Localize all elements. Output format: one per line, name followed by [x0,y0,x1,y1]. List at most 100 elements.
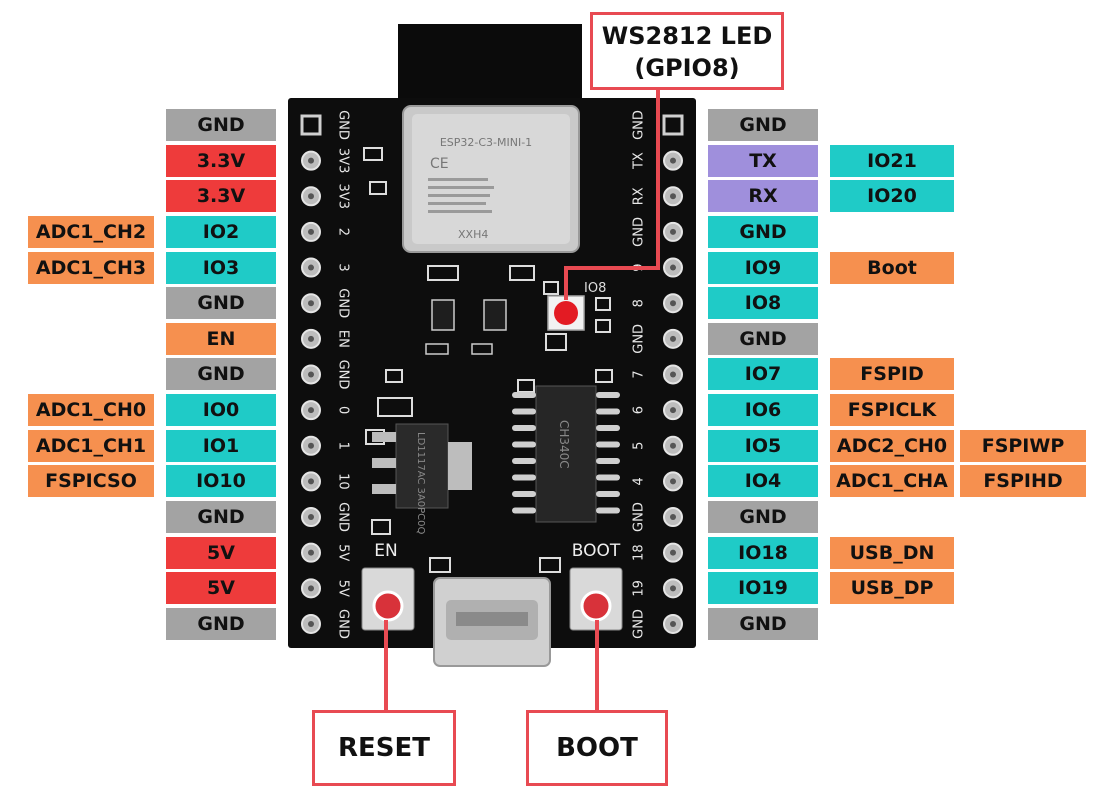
boot-button[interactable] [569,567,623,631]
right-silk-8: 8 [632,299,647,307]
left-silk-gnd: GND [336,360,351,390]
right-pin-label-gnd: GND [708,215,818,248]
header-pin-hole [670,300,676,307]
left-pin-label-gnd: GND [166,109,276,141]
left-alt-label-adc1-ch0: ADC1_CH0 [28,394,154,427]
boot-button-silk: BOOT [572,541,621,561]
left-alt-label-adc1-ch1: ADC1_CH1 [28,429,154,462]
left-pin-label-io2: IO2 [166,215,276,248]
header-pin-hole [670,264,676,271]
header-pin-hole [670,478,676,485]
ws2812-led-dot [554,301,578,325]
chip-leg [596,474,620,481]
left-silk-0: 0 [336,406,351,414]
chip-leg [512,392,536,398]
right-pin-label-rx: RX [708,180,818,213]
chip-leg [596,441,620,448]
header-pin-hole [308,442,314,449]
ws2812-led-callout: WS2812 LED (GPIO8) [590,12,784,90]
header-pin-hole [308,335,314,342]
left-pin-label-5v: 5V [166,572,276,605]
header-pin-hole [308,300,314,307]
right-alt-label-usb-dp: USB_DP [830,572,954,605]
chip-leg [596,507,620,514]
left-silk-3v3: 3V3 [336,184,351,209]
left-pin-label-io3: IO3 [166,251,276,284]
en-button-silk: EN [374,541,397,561]
header-pin-hole [308,264,314,271]
ldo-marking: LD1117AC 3A0PC0Q [415,432,426,534]
right-pin-label-gnd: GND [708,322,818,355]
ch340c-chip: CH340C [512,385,620,523]
left-pin-label-io1: IO1 [166,429,276,462]
ldo-regulator: LD1117AC 3A0PC0Q [372,423,472,534]
left-pin-label-3-3v: 3.3V [166,180,276,213]
right-silk-19: 19 [632,580,647,597]
left-silk-1: 1 [336,442,351,450]
chip-leg [596,392,620,398]
right-silk-tx: TX [632,152,647,170]
left-silk-10: 10 [336,473,351,490]
header-pin-hole [670,228,676,235]
right-silk-gnd: GND [632,110,647,140]
right-alt-label-fspid: FSPID [830,358,954,391]
reset-callout: RESET [312,710,456,786]
left-alt-label-adc1-ch3: ADC1_CH3 [28,251,154,284]
header-pin-hole [670,407,676,414]
right-pin-label-io18: IO18 [708,536,818,569]
antenna-area [398,24,582,106]
right-silk-gnd: GND [632,324,647,354]
led-callout-line [564,90,660,300]
right-silk-4: 4 [632,477,647,485]
right-alt-label-adc2-ch0: ADC2_CH0 [830,429,954,462]
chip-leg [596,458,620,464]
right-silk-7: 7 [632,370,647,378]
left-pin-label-gnd: GND [166,607,276,640]
left-silk-gnd: GND [336,502,351,532]
pad-square-left [300,114,322,136]
header-pin-hole [308,478,314,485]
micro-usb-port[interactable] [433,577,551,667]
chip-leg [512,507,536,514]
right-pin-label-io19: IO19 [708,572,818,605]
chip-leg [512,491,536,497]
right-pin-label-tx: TX [708,144,818,177]
right-alt-label-adc1-cha: ADC1_CHA [830,465,954,498]
left-silk-gnd: GND [336,609,351,639]
right-silk-rx: RX [632,187,647,205]
chip-leg [512,474,536,481]
right-silk-18: 18 [632,544,647,561]
right-silk-5: 5 [632,442,647,450]
module-fine-print [428,178,494,213]
header-pin-hole [670,335,676,342]
right-pin-label-io6: IO6 [708,394,818,427]
right-pin-label-io9: IO9 [708,251,818,284]
header-pin-hole [308,228,314,235]
left-silk-gnd: GND [336,288,351,318]
boot-callout: BOOT [526,710,668,786]
smd-components [363,147,613,573]
module-label: ESP32-C3-MINI-1 [440,136,532,149]
reset-button[interactable] [361,567,415,631]
right-alt-label-fspihd: FSPIHD [960,465,1086,498]
right-header-pins [663,150,683,634]
header-pin-hole [308,193,314,200]
left-pin-label-gnd: GND [166,501,276,534]
left-header-pins [301,150,321,634]
chip-leg [596,491,620,497]
left-alt-label-adc1-ch2: ADC1_CH2 [28,215,154,248]
pad-square-right [662,114,684,136]
header-pin-hole [670,585,676,592]
header-pin-hole [308,407,314,414]
left-silk-gnd: GND [336,110,351,140]
left-silk-2: 2 [336,228,351,236]
left-silk-en: EN [336,330,351,348]
right-pin-label-gnd: GND [708,109,818,141]
chip-leg [512,408,536,415]
right-alt-label-boot: Boot [830,251,954,284]
right-pin-label-io4: IO4 [708,465,818,498]
header-pin-hole [308,620,314,627]
left-pin-label-5v: 5V [166,536,276,569]
